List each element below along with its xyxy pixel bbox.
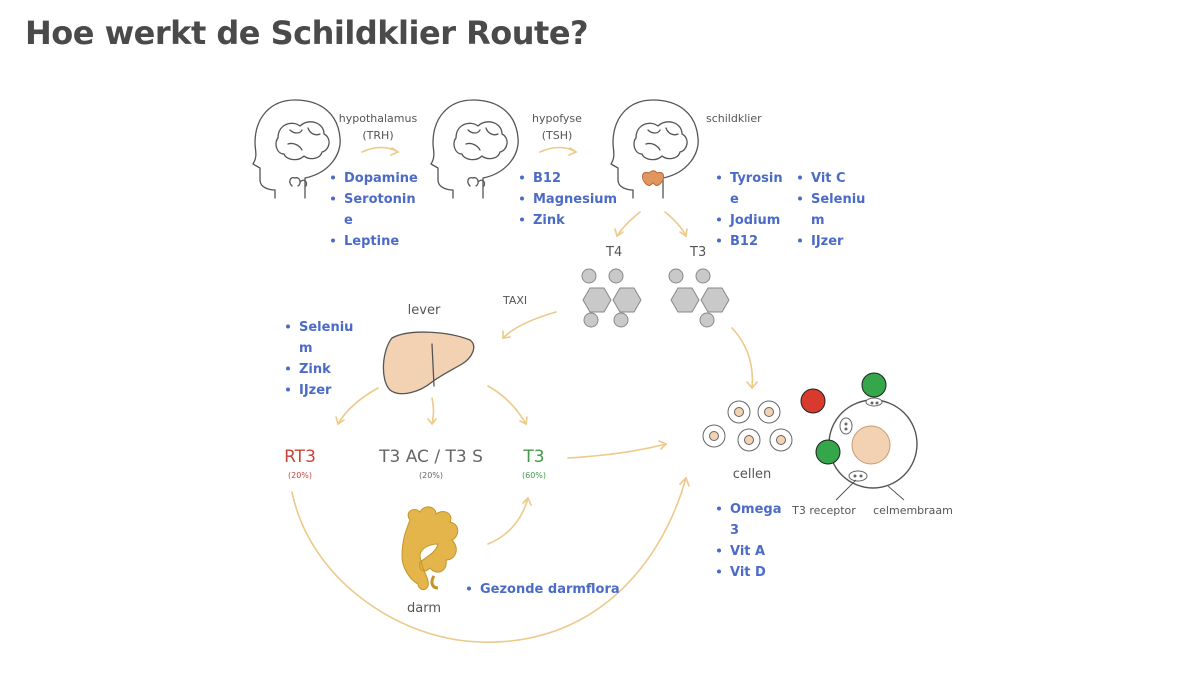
bullet-dot — [717, 175, 721, 180]
organ-label-cellen: cellen — [733, 467, 772, 482]
bullet-dot — [798, 238, 802, 243]
arrow-t4-lever — [502, 311, 557, 339]
cell-label-membrane: celmembraam — [873, 504, 953, 517]
nutrient-item: Leptine — [344, 234, 399, 249]
nutrient-item: Magnesium — [533, 192, 617, 207]
nutrient-item: Tyrosin — [730, 171, 783, 186]
arrow-t3-60-cellen — [567, 440, 668, 459]
bullet-dot — [798, 175, 802, 180]
bullet-dot — [331, 238, 335, 243]
nutrient-item: m — [299, 341, 313, 356]
bullet-dot — [717, 506, 721, 511]
head-icon-schildklier — [610, 99, 699, 199]
liver-icon — [382, 331, 475, 395]
nutrient-item: Serotonin — [344, 192, 416, 207]
small-cells-icon — [702, 400, 793, 452]
thyroid-gland-icon — [641, 170, 665, 187]
stage-hormone-trh: (TRH) — [362, 129, 393, 142]
arrow-schildklier-t3 — [664, 211, 688, 238]
bullet-dot — [331, 175, 335, 180]
bullet-dot — [717, 569, 721, 574]
arrow-schildklier-t4 — [614, 211, 641, 238]
bullet-dot — [717, 548, 721, 553]
nutrient-item: Seleniu — [811, 192, 865, 207]
nutrient-item: Gezonde darmflora — [480, 582, 620, 597]
arrow-t3-cellen — [731, 327, 758, 390]
nutrient-item: m — [811, 213, 825, 228]
arrow-rt3-cellen — [291, 476, 690, 643]
hormone-label-t4: T4 — [605, 245, 622, 260]
conversion-t3-pct: (60%) — [522, 471, 546, 480]
t3-molecule-icon — [668, 268, 730, 328]
arrow-lever-t3acs — [427, 397, 437, 426]
arrow-darm-t3 — [487, 496, 532, 545]
nutrient-item: e — [344, 213, 353, 228]
cell-label-receptor: T3 receptor — [791, 504, 856, 517]
arrow-lever-t3 — [487, 385, 528, 426]
nutrient-item: Jodium — [729, 213, 780, 228]
bullet-dot — [798, 196, 802, 201]
nutrient-item: Zink — [299, 362, 331, 377]
bullet-dot — [286, 387, 290, 392]
bullet-dot — [286, 366, 290, 371]
bullet-dot — [331, 196, 335, 201]
head-icon-hypofyse — [430, 99, 519, 199]
nutrient-item: Omega — [730, 502, 782, 517]
bullet-dot — [286, 324, 290, 329]
stage-label-schildklier: schildklier — [706, 112, 762, 125]
nutrient-item: IJzer — [299, 383, 332, 398]
pointer-t3-receptor — [835, 479, 857, 501]
nutrient-item: 3 — [730, 523, 739, 538]
stage-hormone-tsh: (TSH) — [542, 129, 573, 142]
nutrient-item: Vit D — [730, 565, 766, 580]
bullet-dot — [520, 217, 524, 222]
conversion-rt3-pct: (20%) — [288, 471, 312, 480]
nutrient-item: Zink — [533, 213, 565, 228]
cell-nucleus — [851, 425, 891, 465]
nutrient-item: IJzer — [811, 234, 844, 249]
conversion-rt3-label: RT3 — [284, 447, 316, 467]
bullet-dot — [717, 238, 721, 243]
bullet-dot — [520, 196, 524, 201]
arrow-hypofyse-schildklier — [539, 146, 578, 156]
transport-label-taxi: TAXI — [502, 294, 527, 307]
cell-diagram — [828, 397, 918, 489]
head-icon-hypothalamus — [252, 99, 341, 199]
stage-label-hypofyse: hypofyse — [532, 112, 582, 125]
organ-label-lever: lever — [408, 303, 441, 318]
pointer-celmembraam — [887, 485, 905, 501]
receptor-red — [800, 388, 826, 414]
nutrients-darm-list: Gezonde darmflora — [467, 582, 620, 597]
arrow-hypothalamus-hypofyse — [361, 146, 400, 156]
conversion-t3acs-pct: (20%) — [419, 471, 443, 480]
t4-molecule-icon — [581, 268, 642, 328]
stage-label-hypothalamus: hypothalamus — [339, 112, 418, 125]
bullet-dot — [520, 175, 524, 180]
nutrient-item: B12 — [533, 171, 561, 186]
bullet-dot — [467, 586, 471, 591]
receptor-green-left — [815, 439, 841, 465]
nutrient-item: Vit C — [811, 171, 846, 186]
hormone-label-t3: T3 — [689, 245, 706, 260]
nutrient-item: Dopamine — [344, 171, 418, 186]
nutrient-item: Vit A — [730, 544, 765, 559]
page-title: Hoe werkt de Schildklier Route? — [25, 14, 589, 52]
receptor-green-top — [861, 372, 887, 398]
gut-icon — [401, 506, 459, 591]
conversion-t3-label: T3 — [522, 447, 544, 467]
nutrient-item: B12 — [730, 234, 758, 249]
nutrient-item: Seleniu — [299, 320, 353, 335]
conversion-t3acs-label: T3 AC / T3 S — [378, 447, 483, 467]
organ-label-darm: darm — [407, 601, 441, 616]
bullet-dot — [717, 217, 721, 222]
arrow-lever-rt3 — [335, 387, 379, 426]
nutrient-item: e — [730, 192, 739, 207]
